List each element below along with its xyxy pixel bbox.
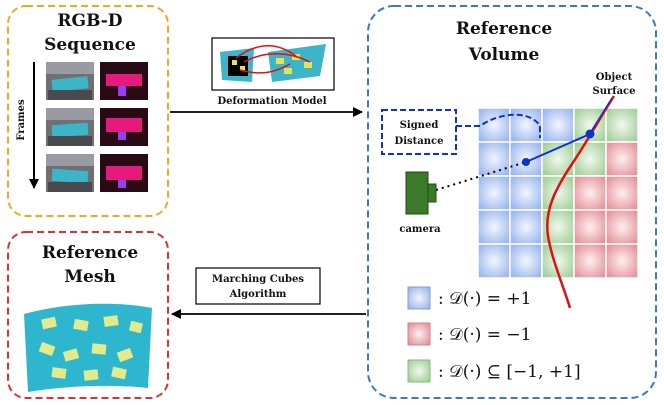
object-surface-curve [545,95,616,309]
object-surface-pointer [591,97,613,131]
ray-point-voxel [522,158,530,166]
legend: : 𝒟(·) = +1 : 𝒟(·) = −1 : 𝒟(·) ⊆ [−1, +1… [407,286,581,383]
signed-distance-bracket [456,113,541,138]
object-surface-line1: Object [596,72,633,83]
ray-point-surface [585,129,595,139]
camera-icon [405,171,437,215]
voxel-cell-positive [541,107,575,143]
rgb-frame-1 [46,62,94,100]
legend-text-positive: : 𝒟(·) = +1 [438,289,531,309]
voxel-cell-positive [477,175,511,211]
depth-frame-3 [100,154,148,192]
deformation-model-image [211,37,335,91]
voxel-cell-negative [573,243,607,279]
voxel-cell-negative [605,209,639,245]
voxel-cell-truncated [573,141,607,177]
object-surface-line2: Surface [593,86,636,97]
legend-text-negative: : 𝒟(·) = −1 [438,325,531,345]
reference-mesh-image [24,303,152,392]
legend-swatch-negative [407,322,431,346]
reference-volume-box [367,5,657,399]
voxel-cell-positive [509,209,543,245]
voxel-cell-negative [605,141,639,177]
voxel-cell-positive [477,209,511,245]
marching-cubes-box [195,267,321,305]
voxel-cell-positive [477,107,511,143]
depth-frame-2 [100,108,148,146]
volume-title-line1: Reference [456,19,553,39]
mesh-title-line1: Reference [42,243,139,263]
marching-cubes-line2: Algorithm [229,289,287,300]
rgb-frame-2 [46,108,94,146]
voxel-cell-positive [477,243,511,279]
voxel-cell-truncated [541,175,575,211]
legend-swatch-positive [407,286,431,310]
deformation-model-label: Deformation Model [217,96,326,107]
signed-distance-box [381,109,457,155]
legend-swatch-truncated [407,359,431,383]
voxel-cell-negative [605,175,639,211]
marching-cubes-line1: Marching Cubes [212,274,304,285]
voxel-grid [477,107,639,279]
voxel-cell-truncated [605,107,639,143]
voxel-cell-positive [509,175,543,211]
volume-title-line2: Volume [468,45,540,65]
signed-distance-line1: Signed [400,120,439,131]
voxel-cell-negative [573,175,607,211]
rgbd-sequence-box [7,5,169,217]
voxel-cell-negative [605,243,639,279]
voxel-cell-positive [509,243,543,279]
mesh-title-line2: Mesh [64,267,116,287]
rgb-frame-3 [46,154,94,192]
rgbd-title-line1: RGB-D [57,11,122,31]
legend-text-truncated: : 𝒟(·) ⊆ [−1, +1] [438,362,581,382]
depth-frame-1 [100,62,148,100]
voxel-cell-positive [509,107,543,143]
rgbd-title-line2: Sequence [44,35,136,55]
voxel-cell-negative [573,209,607,245]
camera-ray-dotted [435,161,527,191]
camera-label: camera [399,224,441,235]
ray-segment [525,133,591,163]
signed-distance-line2: Distance [395,136,444,147]
voxel-cell-positive [477,141,511,177]
reference-mesh-box [7,231,169,399]
frames-label: Frames [16,99,27,141]
